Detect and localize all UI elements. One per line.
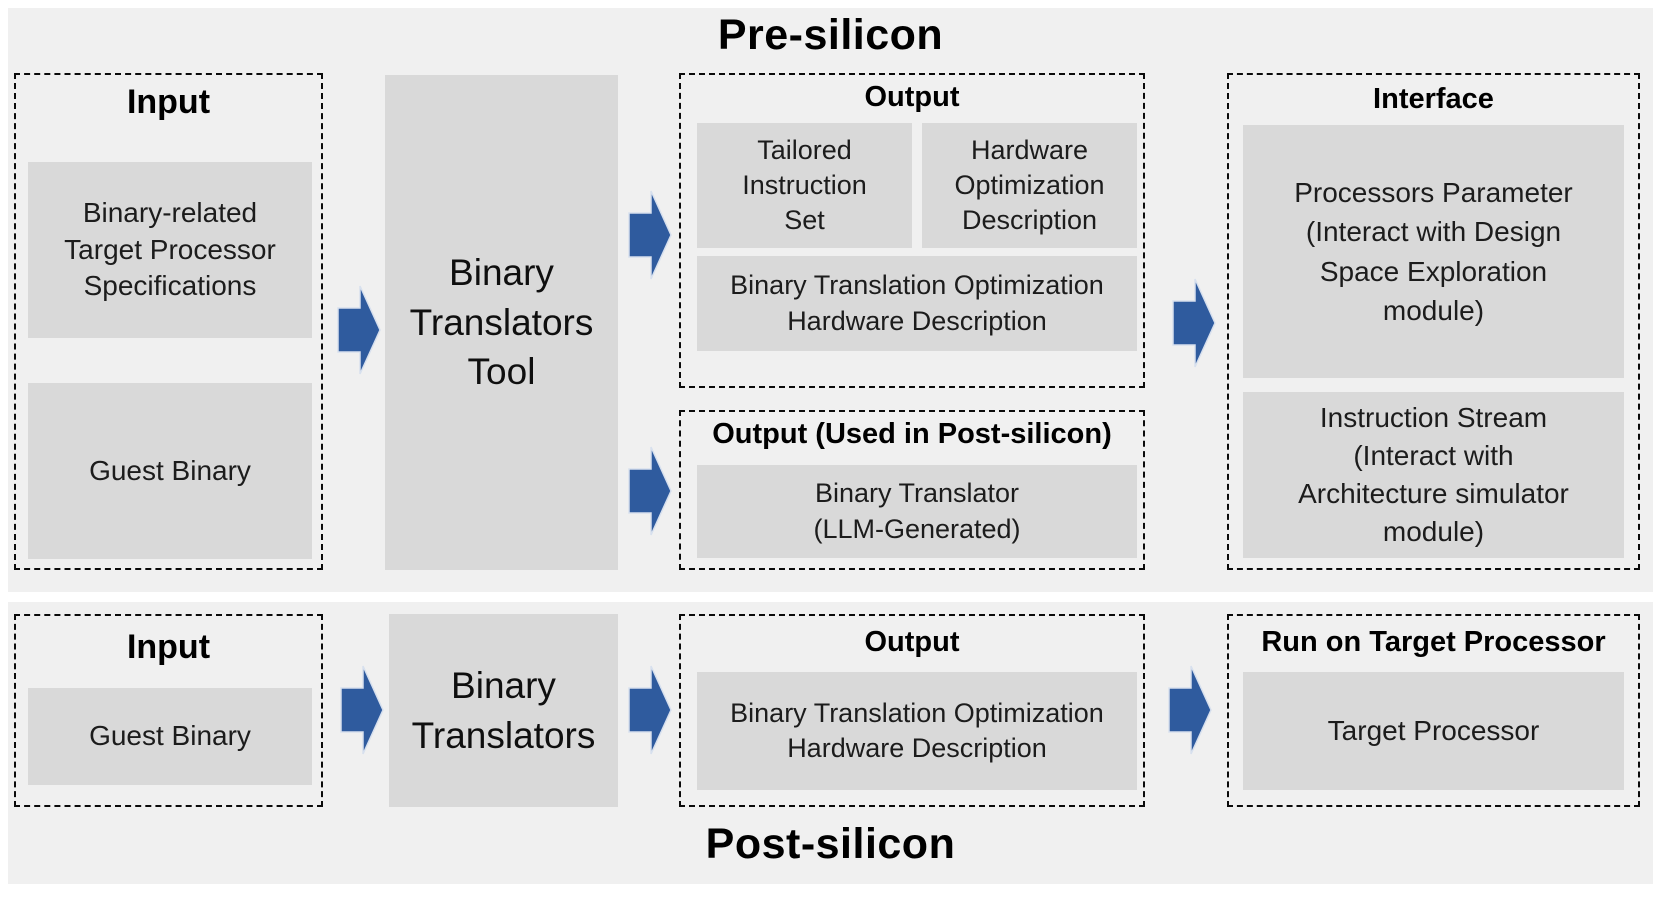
hardware-optimization-description-box: Hardware Optimization Description [922,123,1137,248]
right-arrow-icon [628,446,672,536]
pre-output-box [679,73,1145,388]
flow-arrow-input-to-translators [340,663,384,757]
right-arrow-icon [337,285,381,375]
right-arrow-icon [1168,665,1212,755]
right-arrow-icon [628,190,672,280]
target-processor-specifications-box: Binary-related Target Processor Specific… [28,162,312,338]
binary-translator-llm-generated-box: Binary Translator (LLM-Generated) [697,465,1137,558]
flow-arrow-input-to-tool [337,283,381,377]
pre-guest-binary-box: Guest Binary [28,383,312,559]
post-silicon-title: Post-silicon [705,820,956,868]
binary-translators-box: Binary Translators [389,614,618,807]
pre-output-title: Output [864,81,960,113]
post-guest-binary-box: Guest Binary [28,688,312,785]
right-arrow-icon [628,665,672,755]
right-arrow-icon [1172,278,1216,368]
pre-silicon-title: Pre-silicon [717,11,944,59]
flow-arrow-translators-to-output [628,663,672,757]
interface-title: Interface [1373,83,1494,115]
pre-output-post-silicon-box [679,410,1145,570]
run-on-target-processor-title: Run on Target Processor [1261,626,1606,658]
post-output-box [679,614,1145,807]
binary-translators-tool-box: Binary Translators Tool [385,75,618,570]
post-output-title: Output [864,626,960,658]
right-arrow-icon [340,665,384,755]
run-on-target-processor-box [1227,614,1640,807]
post-input-title: Input [126,628,211,666]
post-input-box [14,614,323,807]
processors-parameter-box: Processors Parameter (Interact with Desi… [1243,125,1624,378]
pre-output-post-silicon-title: Output (Used in Post-silicon) [712,418,1112,450]
tailored-instruction-set-box: Tailored Instruction Set [697,123,912,248]
target-processor-box: Target Processor [1243,672,1624,790]
pre-input-title: Input [126,83,211,121]
flow-arrow-tool-to-output [628,188,672,282]
flow-arrow-output-to-interface [1172,276,1216,370]
pre-input-box [14,73,323,570]
post-bt-optimization-hw-description-box: Binary Translation Optimization Hardware… [697,672,1137,790]
interface-box [1227,73,1640,570]
flow-arrow-output-to-target [1168,663,1212,757]
flow-arrow-tool-to-output-post-silicon [628,444,672,538]
pre-bt-optimization-hw-description-box: Binary Translation Optimization Hardware… [697,256,1137,351]
instruction-stream-box: Instruction Stream (Interact with Archit… [1243,392,1624,558]
